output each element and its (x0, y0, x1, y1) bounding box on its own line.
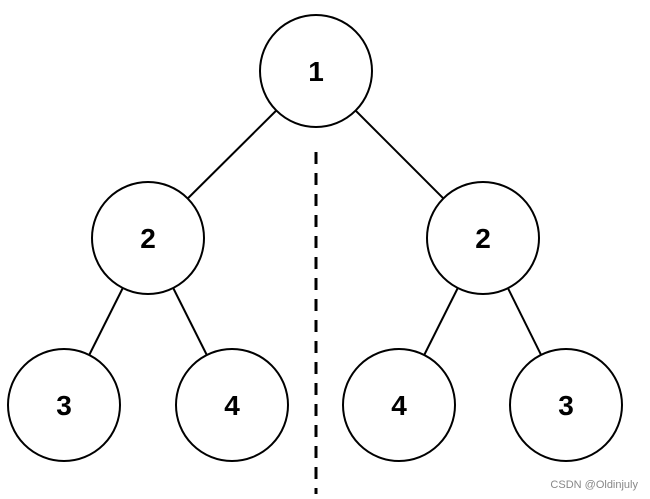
node-label: 2 (140, 223, 156, 254)
edge-left-child-to-left-left (88, 287, 124, 356)
node-circle (259, 14, 373, 128)
tree-node-left-child: 2 (91, 181, 205, 295)
node-label: 3 (56, 390, 72, 421)
node-circle (91, 181, 205, 295)
tree-node-left-left: 3 (7, 348, 121, 462)
tree-node-right-left: 4 (342, 348, 456, 462)
edge-left-child-to-left-right (172, 287, 208, 356)
node-circle (175, 348, 289, 462)
tree-node-root: 1 (259, 14, 373, 128)
edge-right-child-to-right-left (423, 287, 459, 356)
node-circle (426, 181, 540, 295)
node-label: 1 (308, 56, 324, 87)
node-circle (509, 348, 623, 462)
node-label: 2 (475, 223, 491, 254)
tree-node-right-right: 3 (509, 348, 623, 462)
edge-root-to-left-child (186, 109, 278, 200)
edge-right-child-to-right-right (507, 287, 542, 356)
tree-node-right-child: 2 (426, 181, 540, 295)
tree-edges (88, 109, 542, 356)
node-circle (7, 348, 121, 462)
node-circle (342, 348, 456, 462)
node-label: 4 (224, 390, 240, 421)
node-label: 3 (558, 390, 574, 421)
node-label: 4 (391, 390, 407, 421)
edge-root-to-right-child (354, 109, 445, 200)
watermark: CSDN @Oldinjuly (550, 479, 638, 491)
tree-nodes: 1 2 2 3 4 4 3 (7, 14, 623, 462)
tree-node-left-right: 4 (175, 348, 289, 462)
